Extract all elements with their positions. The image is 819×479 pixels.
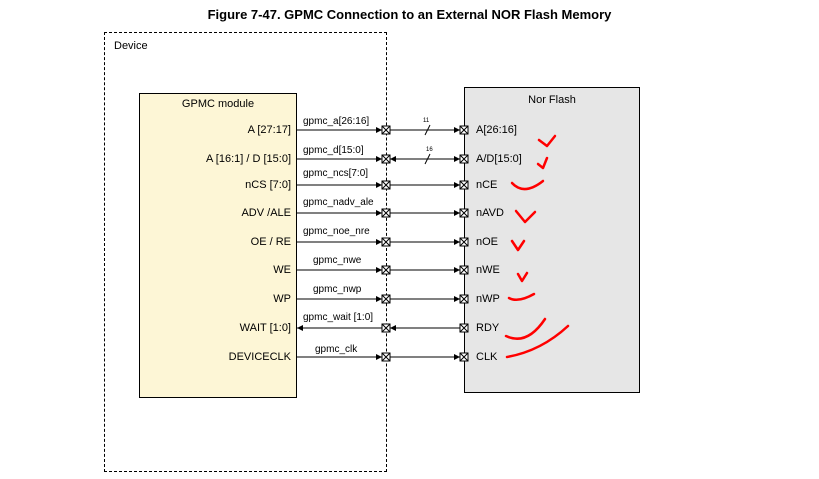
- arrow-nor-6: [454, 296, 460, 302]
- nor-pin-nwe: nWE: [476, 264, 500, 276]
- nor-pin-rdy: RDY: [476, 322, 500, 334]
- nor-pad-1-x2: [459, 154, 469, 164]
- bus-width-d: 16: [426, 147, 433, 153]
- gpmc-pin-adv: ADV /ALE: [241, 207, 291, 219]
- nor-pad-0-x2: [459, 125, 469, 135]
- checkmark-8: [505, 324, 570, 359]
- gpmc-pin-wait: WAIT [1:0]: [239, 322, 291, 334]
- nor-pin-noe: nOE: [476, 236, 499, 248]
- arrow-nor-2: [454, 182, 460, 188]
- gpmc-pin-deviceclk: DEVICECLK: [228, 351, 291, 363]
- device-boundary: [104, 32, 387, 472]
- nor-pin-a: A[26:16]: [476, 124, 517, 136]
- gpmc-pin-oe: OE / RE: [250, 236, 291, 248]
- arrow-dev-8: [376, 354, 382, 360]
- nor-pad-7-x2: [459, 323, 469, 333]
- device-pad-1-x2: [381, 154, 391, 164]
- arrow-in-pad-7: [390, 325, 396, 331]
- device-pad-5-x2: [381, 265, 391, 275]
- bus-width-a: 11: [423, 118, 430, 124]
- arrow-in-gpmc-7: [297, 325, 303, 331]
- device-label: Device: [114, 40, 148, 52]
- nor-pin-nwp: nWP: [476, 293, 500, 305]
- nor-pad-2-x2: [459, 180, 469, 190]
- device-pad-4-x2: [381, 237, 391, 247]
- bus-slash-1: [424, 153, 431, 165]
- device-pad-0-x2: [381, 125, 391, 135]
- arrow-nor-3: [454, 210, 460, 216]
- nor-pad-3-x2: [459, 208, 469, 218]
- signal-gpmc-nwp: gpmc_nwp: [313, 284, 362, 295]
- gpmc-pin-we: WE: [273, 264, 291, 276]
- checkmark-6: [507, 292, 536, 302]
- figure-title: Figure 7-47. GPMC Connection to an Exter…: [207, 7, 612, 22]
- signal-gpmc-ncs: gpmc_ncs[7:0]: [303, 168, 369, 179]
- checkmark-2: [510, 179, 545, 191]
- device-pad-7-x2: [381, 323, 391, 333]
- gpmc-module-block: [139, 93, 297, 398]
- checkmark-7: [504, 317, 547, 340]
- checkmark-1: [536, 156, 549, 170]
- device-pad-6-x2: [381, 294, 391, 304]
- device-pad-2-x2: [381, 180, 391, 190]
- nor-pad-4-x2: [459, 237, 469, 247]
- arrow-nor-0: [454, 127, 460, 133]
- nor-pin-clk: CLK: [476, 351, 498, 363]
- device-pad-8-x2: [381, 352, 391, 362]
- signal-gpmc-wait: gpmc_wait [1:0]: [303, 312, 374, 323]
- signal-gpmc-noe-nre: gpmc_noe_nre: [303, 226, 370, 237]
- arrow-nor-5: [454, 267, 460, 273]
- arrow-bi-dev-1: [376, 156, 382, 162]
- nor-pin-ad: A/D[15:0]: [476, 153, 522, 165]
- bus-slash-0: [424, 124, 431, 136]
- device-pad-3-x2: [381, 208, 391, 218]
- signal-gpmc-nadv-ale: gpmc_nadv_ale: [303, 197, 374, 208]
- arrow-dev-2: [376, 182, 382, 188]
- arrow-nor-8: [454, 354, 460, 360]
- gpmc-pin-ncs: nCS [7:0]: [245, 179, 291, 191]
- gpmc-pin-a-high: A [27:17]: [247, 124, 291, 136]
- gpmc-module-label: GPMC module: [181, 98, 255, 110]
- checkmark-5: [516, 271, 529, 283]
- signal-gpmc-nwe: gpmc_nwe: [313, 255, 362, 266]
- checkmark-0: [537, 134, 557, 148]
- signal-gpmc-d: gpmc_d[15:0]: [303, 145, 364, 156]
- checkmark-4: [510, 239, 526, 252]
- signal-gpmc-clk: gpmc_clk: [315, 344, 358, 355]
- arrow-dev-6: [376, 296, 382, 302]
- nor-pin-nce: nCE: [476, 179, 498, 191]
- nor-flash-label: Nor Flash: [528, 94, 576, 106]
- nor-pad-8-x2: [459, 352, 469, 362]
- gpmc-pin-ad: A [16:1] / D [15:0]: [206, 153, 291, 165]
- arrow-dev-3: [376, 210, 382, 216]
- signal-gpmc-a: gpmc_a[26:16]: [303, 116, 370, 127]
- arrow-dev-5: [376, 267, 382, 273]
- nor-pad-5-x2: [459, 265, 469, 275]
- nor-pin-navd: nAVD: [476, 207, 504, 219]
- arrow-dev-0: [376, 127, 382, 133]
- arrow-dev-4: [376, 239, 382, 245]
- checkmark-3: [514, 209, 537, 224]
- arrow-bi-nor-1: [454, 156, 460, 162]
- arrow-nor-4: [454, 239, 460, 245]
- gpmc-pin-wp: WP: [273, 293, 291, 305]
- nor-pad-6-x2: [459, 294, 469, 304]
- arrow-bi-pad-1: [390, 156, 396, 162]
